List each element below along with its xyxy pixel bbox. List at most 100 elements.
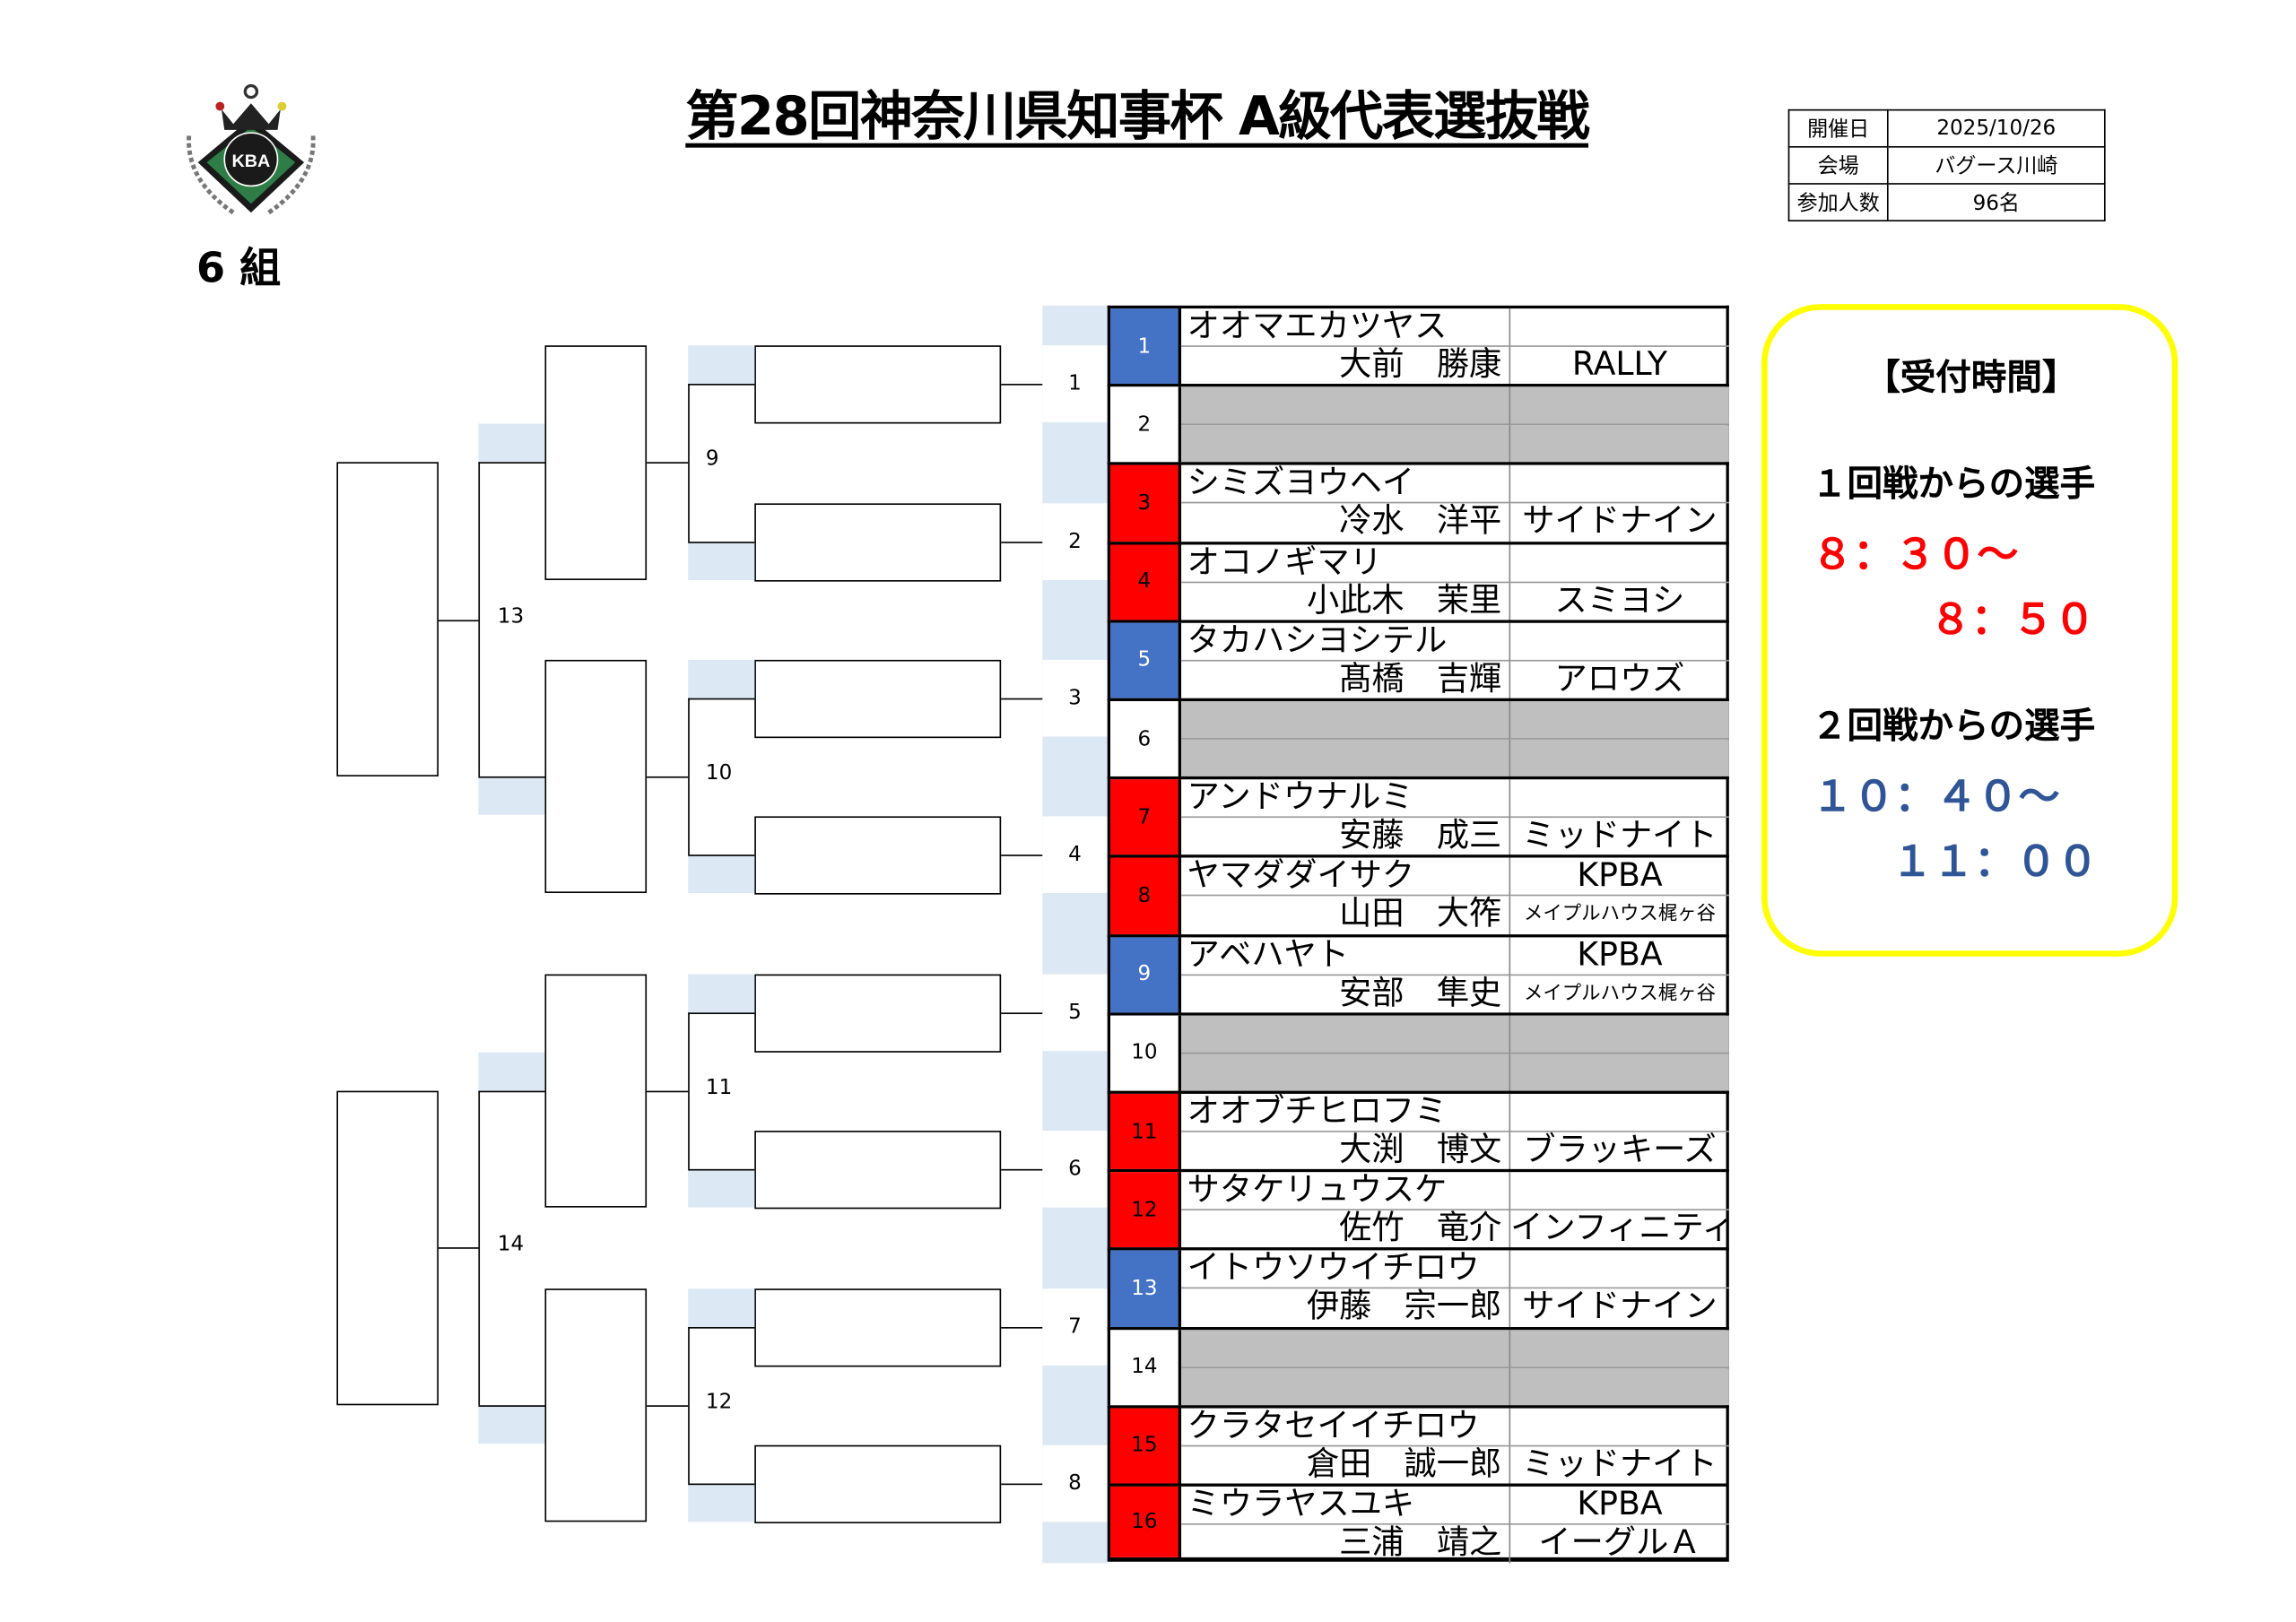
page-title: 第28回神奈川県知事杯 A級代表選抜戦: [685, 87, 1589, 148]
bye-cell: [1181, 1329, 1509, 1368]
bye-cell: [1509, 1015, 1729, 1054]
info-value: 96名: [1886, 183, 2106, 221]
svg-text:KBA: KBA: [231, 152, 270, 171]
player-name: 安藤 成三: [1339, 818, 1502, 855]
group-label: 6 組: [196, 243, 282, 292]
player-club: サイドナイン: [1509, 504, 1729, 542]
connector-line: [688, 384, 755, 386]
player-slot: 6: [1107, 698, 1729, 778]
player-name: 髙橋 吉輝: [1339, 661, 1502, 698]
shade: [688, 1483, 755, 1522]
round3-entry-box[interactable]: [544, 659, 648, 894]
connector-line: [478, 462, 545, 464]
round1-column-shade: [1042, 305, 1108, 1564]
slot-number: 8: [1110, 858, 1182, 934]
player-club-top: [1509, 1093, 1729, 1132]
round2-entry-box[interactable]: [754, 974, 1002, 1053]
round2-entry-box[interactable]: [754, 345, 1002, 424]
round2-entry-box[interactable]: [754, 502, 1002, 581]
player-club: アロウズ: [1509, 661, 1729, 700]
info-value: バグース川崎: [1886, 145, 2106, 185]
round2-entry-box[interactable]: [754, 1131, 1002, 1210]
player-club: イーグルＡ: [1509, 1524, 1729, 1564]
connector-line: [688, 1012, 755, 1014]
connector-line: [478, 776, 545, 778]
bye-cell: [1509, 739, 1729, 778]
reception-time-box: 【受付時間】 １回戦からの選手 ８：３０～ ８：５０ ２回戦からの選手 １０：４…: [1761, 304, 2179, 957]
slot-number: 6: [1110, 700, 1182, 777]
connector-line: [999, 384, 1043, 386]
final-entry-box[interactable]: [336, 462, 439, 777]
player-club-top: [1509, 543, 1729, 583]
first-round-label: １回戦からの選手: [1812, 463, 2096, 506]
connector-line: [478, 1090, 481, 1405]
round3-match-number: 13: [497, 604, 525, 629]
player-kana: サタケリュウスケ: [1181, 1172, 1509, 1211]
second-round-label: ２回戦からの選手: [1812, 705, 2096, 748]
player-slot: 10: [1107, 1012, 1729, 1092]
round3-entry-box[interactable]: [544, 345, 648, 580]
info-label: 開催日: [1787, 108, 1889, 148]
round1-match-number: 3: [1042, 659, 1108, 737]
player-name: 冷水 洋平: [1339, 504, 1502, 542]
player-kana: アベハヤト: [1181, 937, 1509, 976]
shade: [478, 776, 545, 816]
connector-line: [999, 1326, 1043, 1329]
shade: [688, 541, 755, 580]
bye-cell: [1509, 700, 1729, 740]
connector-line: [688, 854, 755, 857]
round3-entry-box[interactable]: [544, 1288, 648, 1522]
connector-line: [647, 776, 689, 778]
round2-entry-box[interactable]: [754, 1444, 1002, 1523]
slot-number: 14: [1110, 1329, 1182, 1405]
slot-number: 3: [1110, 465, 1182, 542]
connector-line: [688, 541, 755, 543]
shade: [688, 1169, 755, 1208]
slot-number: 15: [1110, 1408, 1182, 1484]
player-club: RALLY: [1509, 346, 1729, 386]
player-name: 大渕 博文: [1339, 1132, 1502, 1169]
slot-number: 16: [1110, 1486, 1182, 1558]
player-club-top: [1509, 1172, 1729, 1211]
info-value: 2025/10/26: [1886, 108, 2106, 148]
first-round-end: ８：５０: [1929, 594, 2096, 644]
round1-match-number: 4: [1042, 817, 1108, 894]
player-club: ブラッキーズ: [1509, 1132, 1729, 1171]
shade: [478, 424, 545, 463]
connector-line: [688, 1326, 755, 1329]
slot-number: 2: [1110, 386, 1182, 463]
player-club-top: KPBA: [1509, 1486, 1729, 1525]
player-name: 佐竹 竜介: [1339, 1210, 1502, 1248]
bye-cell: [1509, 386, 1729, 426]
round3-match-number: 14: [497, 1233, 525, 1257]
player-name: 伊藤 宗一郎: [1306, 1288, 1502, 1327]
round1-match-number: 7: [1042, 1288, 1108, 1366]
bye-cell: [1509, 1367, 1729, 1407]
final-entry-box[interactable]: [336, 1090, 439, 1405]
player-kana: ヤマダダイサク: [1181, 858, 1509, 897]
player-club: サイドナイン: [1509, 1288, 1729, 1328]
shade: [478, 1052, 545, 1091]
connector-line: [478, 1090, 545, 1093]
round2-entry-box[interactable]: [754, 659, 1002, 739]
round2-match-number: 10: [705, 761, 733, 786]
player-name: 山田 大筰: [1339, 896, 1502, 934]
round2-entry-box[interactable]: [754, 1288, 1002, 1366]
round3-entry-box[interactable]: [544, 974, 648, 1208]
connector-line: [647, 1090, 689, 1093]
reception-heading: 【受付時間】: [1865, 357, 2078, 399]
connector-line: [688, 1012, 690, 1170]
round2-entry-box[interactable]: [754, 817, 1002, 896]
player-club: メイプルハウス梶ヶ谷: [1509, 896, 1729, 935]
player-club-top: KPBA: [1509, 936, 1729, 976]
info-label: 会場: [1787, 145, 1889, 185]
player-kana: イトウソウイチロウ: [1181, 1251, 1509, 1289]
